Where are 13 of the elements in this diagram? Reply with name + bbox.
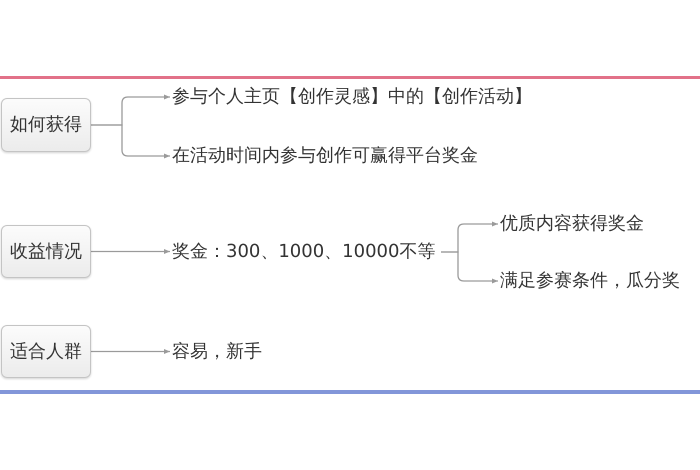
topic-box: 收益情况 — [1, 225, 91, 278]
branch-text: 容易，新手 — [172, 341, 262, 363]
branch-text: 参与个人主页【创作灵感】中的【创作活动】 — [172, 86, 532, 108]
topic-box: 适合人群 — [1, 325, 91, 378]
connector-arrow — [441, 251, 498, 284]
branch-text: 在活动时间内参与创作可赢得平台奖金 — [172, 145, 478, 167]
branch-text: 奖金：300、1000、10000不等 — [172, 241, 436, 263]
connector-arrow — [91, 124, 170, 158]
connector-arrow — [91, 249, 170, 254]
branch-text: 优质内容获得奖金 — [500, 213, 644, 235]
topic-box: 如何获得 — [1, 98, 91, 152]
branch-text: 满足参赛条件，瓜分奖 — [500, 270, 680, 292]
connector-arrow — [91, 349, 170, 354]
